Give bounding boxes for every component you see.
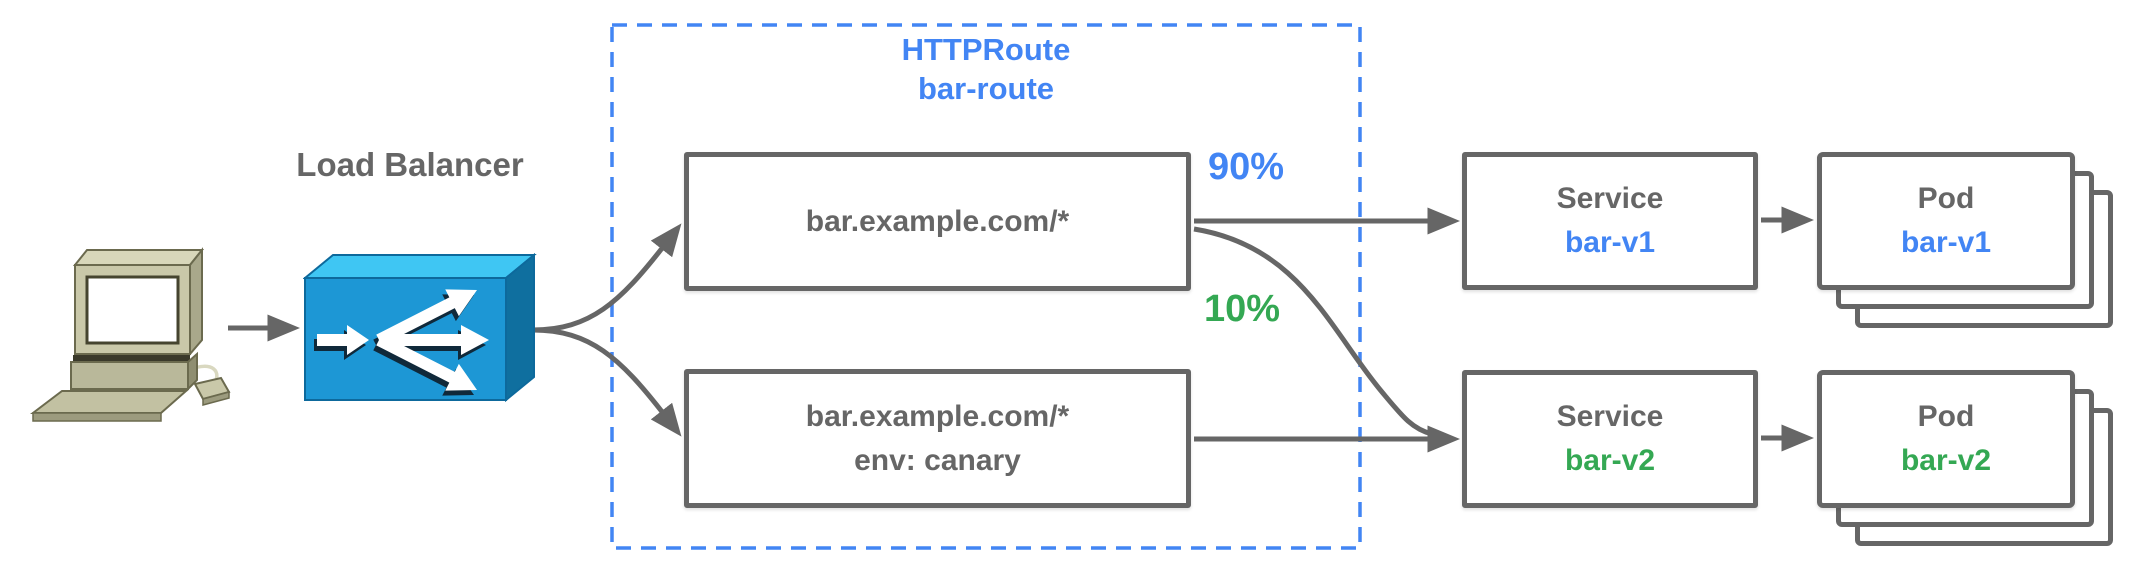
service-name-label: bar-v2 (1564, 444, 1656, 477)
lb-out-arrow-down (376, 334, 478, 391)
lb-in-arrow (317, 325, 369, 355)
load-balancer-icon (302, 252, 538, 409)
pod-name-label: bar-v2 (1900, 444, 1992, 477)
client-computer-icon (15, 242, 235, 452)
lb-side-face (505, 252, 535, 403)
weight-10-label: 10% (1204, 288, 1281, 330)
route-rule-canary-box: bar.example.com/* env: canary (684, 369, 1191, 508)
httproute-title: HTTPRoute bar-route (612, 30, 1360, 108)
arrow-rule1-to-service-v2-10pct (1193, 226, 1433, 437)
rule-canary-match: bar.example.com/* (805, 399, 1070, 433)
service-type-label: Service (1556, 400, 1664, 433)
httproute-group-border (610, 23, 1362, 550)
pod-card-bar-v2: Pod bar-v2 (1817, 370, 2075, 508)
service-bar-v1-box: Service bar-v1 (1462, 152, 1758, 290)
arrow-lb-to-rule-primary (532, 223, 682, 333)
lb-out-arrow-up (376, 289, 478, 346)
pod-type-label: Pod (1917, 182, 1975, 215)
keyboard-front (32, 412, 162, 422)
pod-name-label: bar-v1 (1900, 226, 1992, 259)
pod-stack-bar-v1: Pod bar-v1 (1817, 152, 2117, 332)
rule-primary-match: bar.example.com/* (805, 204, 1070, 238)
service-bar-v2-box: Service bar-v2 (1462, 370, 1758, 508)
route-rule-primary-box: bar.example.com/* (684, 152, 1191, 291)
pod-stack-bar-v2: Pod bar-v2 (1817, 370, 2117, 550)
monitor-top-face (72, 249, 205, 266)
load-balancer-label: Load Balancer (296, 146, 524, 183)
monitor-base-gap (73, 355, 190, 362)
lb-top-face (302, 254, 537, 279)
screen (85, 275, 180, 345)
weight-90-label: 90% (1208, 146, 1285, 188)
pod-type-label: Pod (1917, 400, 1975, 433)
httproute-kind-label: HTTPRoute (901, 32, 1071, 67)
service-name-label: bar-v1 (1564, 226, 1656, 259)
pod-card-bar-v1: Pod bar-v1 (1817, 152, 2075, 290)
rule-canary-header-match: env: canary (854, 443, 1021, 477)
mouse-front (202, 391, 230, 406)
arrow-lb-to-rule-canary (532, 327, 682, 437)
base-front (70, 361, 189, 390)
keyboard-top (30, 390, 189, 414)
httproute-name-label: bar-route (917, 71, 1055, 106)
service-type-label: Service (1556, 182, 1664, 215)
monitor-side-face (189, 247, 203, 357)
lb-out-arrow-straight (379, 325, 489, 355)
